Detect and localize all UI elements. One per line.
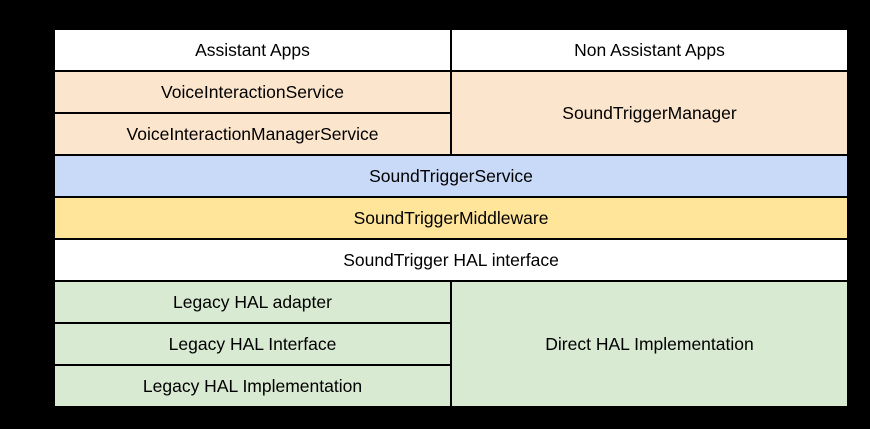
row-voice-interaction-manager-service: VoiceInteractionManagerService	[53, 112, 848, 156]
row-apps: Assistant Apps Non Assistant Apps	[53, 28, 849, 72]
cell-assistant-apps: Assistant Apps	[53, 28, 452, 72]
cell-sound-trigger-hal-interface: SoundTrigger HAL interface	[53, 238, 849, 282]
cell-non-assistant-apps: Non Assistant Apps	[450, 28, 849, 72]
row-legacy-hal-implementation: Legacy HAL Implementation	[53, 364, 848, 408]
cell-sound-trigger-middleware: SoundTriggerMiddleware	[53, 196, 849, 240]
cell-sound-trigger-manager: SoundTriggerManager	[450, 70, 849, 156]
soundtrigger-stack-table: Assistant Apps Non Assistant Apps VoiceI…	[53, 28, 849, 408]
row-legacy-hal-interface: Legacy HAL Interface	[53, 322, 848, 366]
cell-legacy-hal-adapter: Legacy HAL adapter	[53, 280, 452, 324]
row-voice-interaction-service: VoiceInteractionService SoundTriggerMana…	[53, 70, 849, 156]
row-sound-trigger-service: SoundTriggerService	[53, 154, 849, 198]
row-legacy-hal-adapter: Legacy HAL adapter Direct HAL Implementa…	[53, 280, 849, 408]
cell-voice-interaction-service: VoiceInteractionService	[53, 70, 452, 114]
cell-voice-interaction-manager-service: VoiceInteractionManagerService	[53, 112, 452, 156]
cell-sound-trigger-service: SoundTriggerService	[53, 154, 849, 198]
cell-legacy-hal-implementation: Legacy HAL Implementation	[53, 364, 452, 408]
row-sound-trigger-middleware: SoundTriggerMiddleware	[53, 196, 849, 240]
cell-legacy-hal-interface: Legacy HAL Interface	[53, 322, 452, 366]
row-sound-trigger-hal-interface: SoundTrigger HAL interface	[53, 238, 849, 282]
cell-direct-hal-implementation: Direct HAL Implementation	[450, 280, 849, 408]
